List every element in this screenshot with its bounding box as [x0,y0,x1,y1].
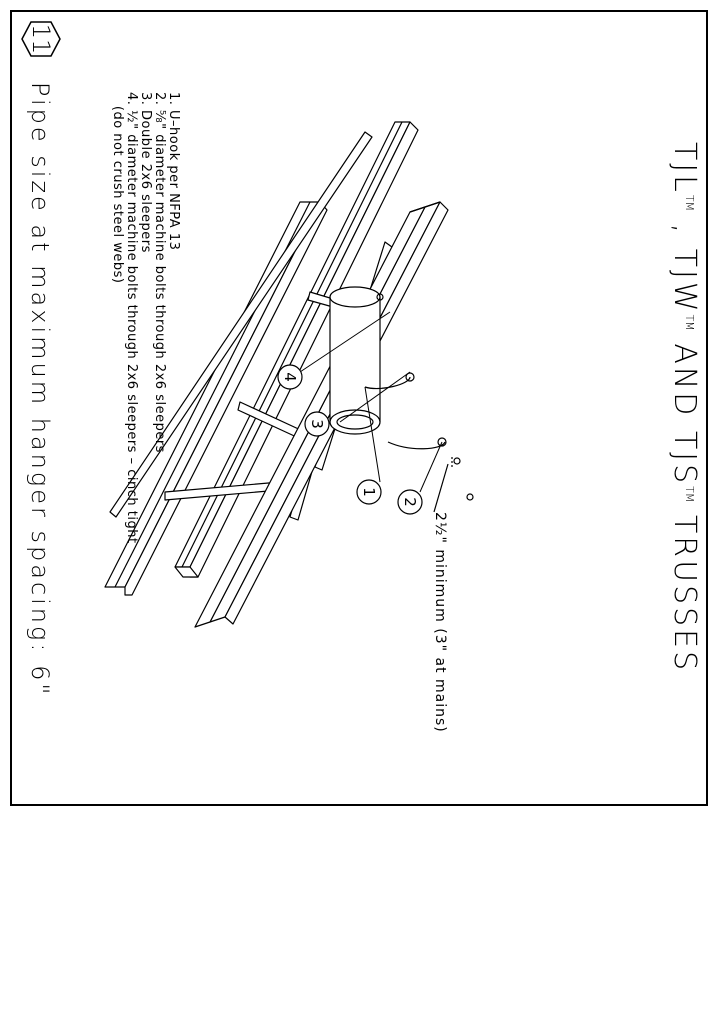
u-hooks [364,372,447,450]
callout-3: 3 [304,411,330,437]
hexagon-icon [21,21,61,57]
callout-2: 2 [397,489,423,515]
pipe [329,286,381,435]
note-item: 2. ⅝" diameter machine bolts through 2x6… [152,92,167,453]
bolts [376,293,474,501]
sheet-number-badge: 11 [20,18,62,60]
pipe-size-footer: Pipe size at maximum hanger spacing: 6" [26,82,54,698]
callout-4-label: 4 [281,372,299,382]
note-item: (do not crush steel webs) [110,92,125,284]
leader-lines [299,311,443,493]
rotated-drawing: 11 TJLTM , TJWTM AND TJSTM TRUSSES [12,12,710,808]
callout-3-label: 3 [308,419,326,429]
note-item: 4. ½" diameter machine bolts through 2x6… [124,92,139,544]
callout-4: 4 [277,364,303,390]
note-item: 3. Double 2x6 sleepers [138,92,153,253]
callout-1: 1 [356,479,382,505]
drawing-sheet: 11 TJLTM , TJWTM AND TJSTM TRUSSES [10,10,708,806]
dimension-arrow [433,457,453,513]
truss-assembly-drawing: 1 2 3 4 [104,121,474,628]
dimension-label: 2½" minimum (3" at mains) [432,512,448,733]
callout-1-label: 1 [360,487,378,497]
note-item: 1. U–hook per NFPA 13 [166,92,181,251]
notes-list: 1. U–hook per NFPA 13 2. ⅝" diameter mac… [110,92,181,652]
callout-2-label: 2 [401,497,419,507]
